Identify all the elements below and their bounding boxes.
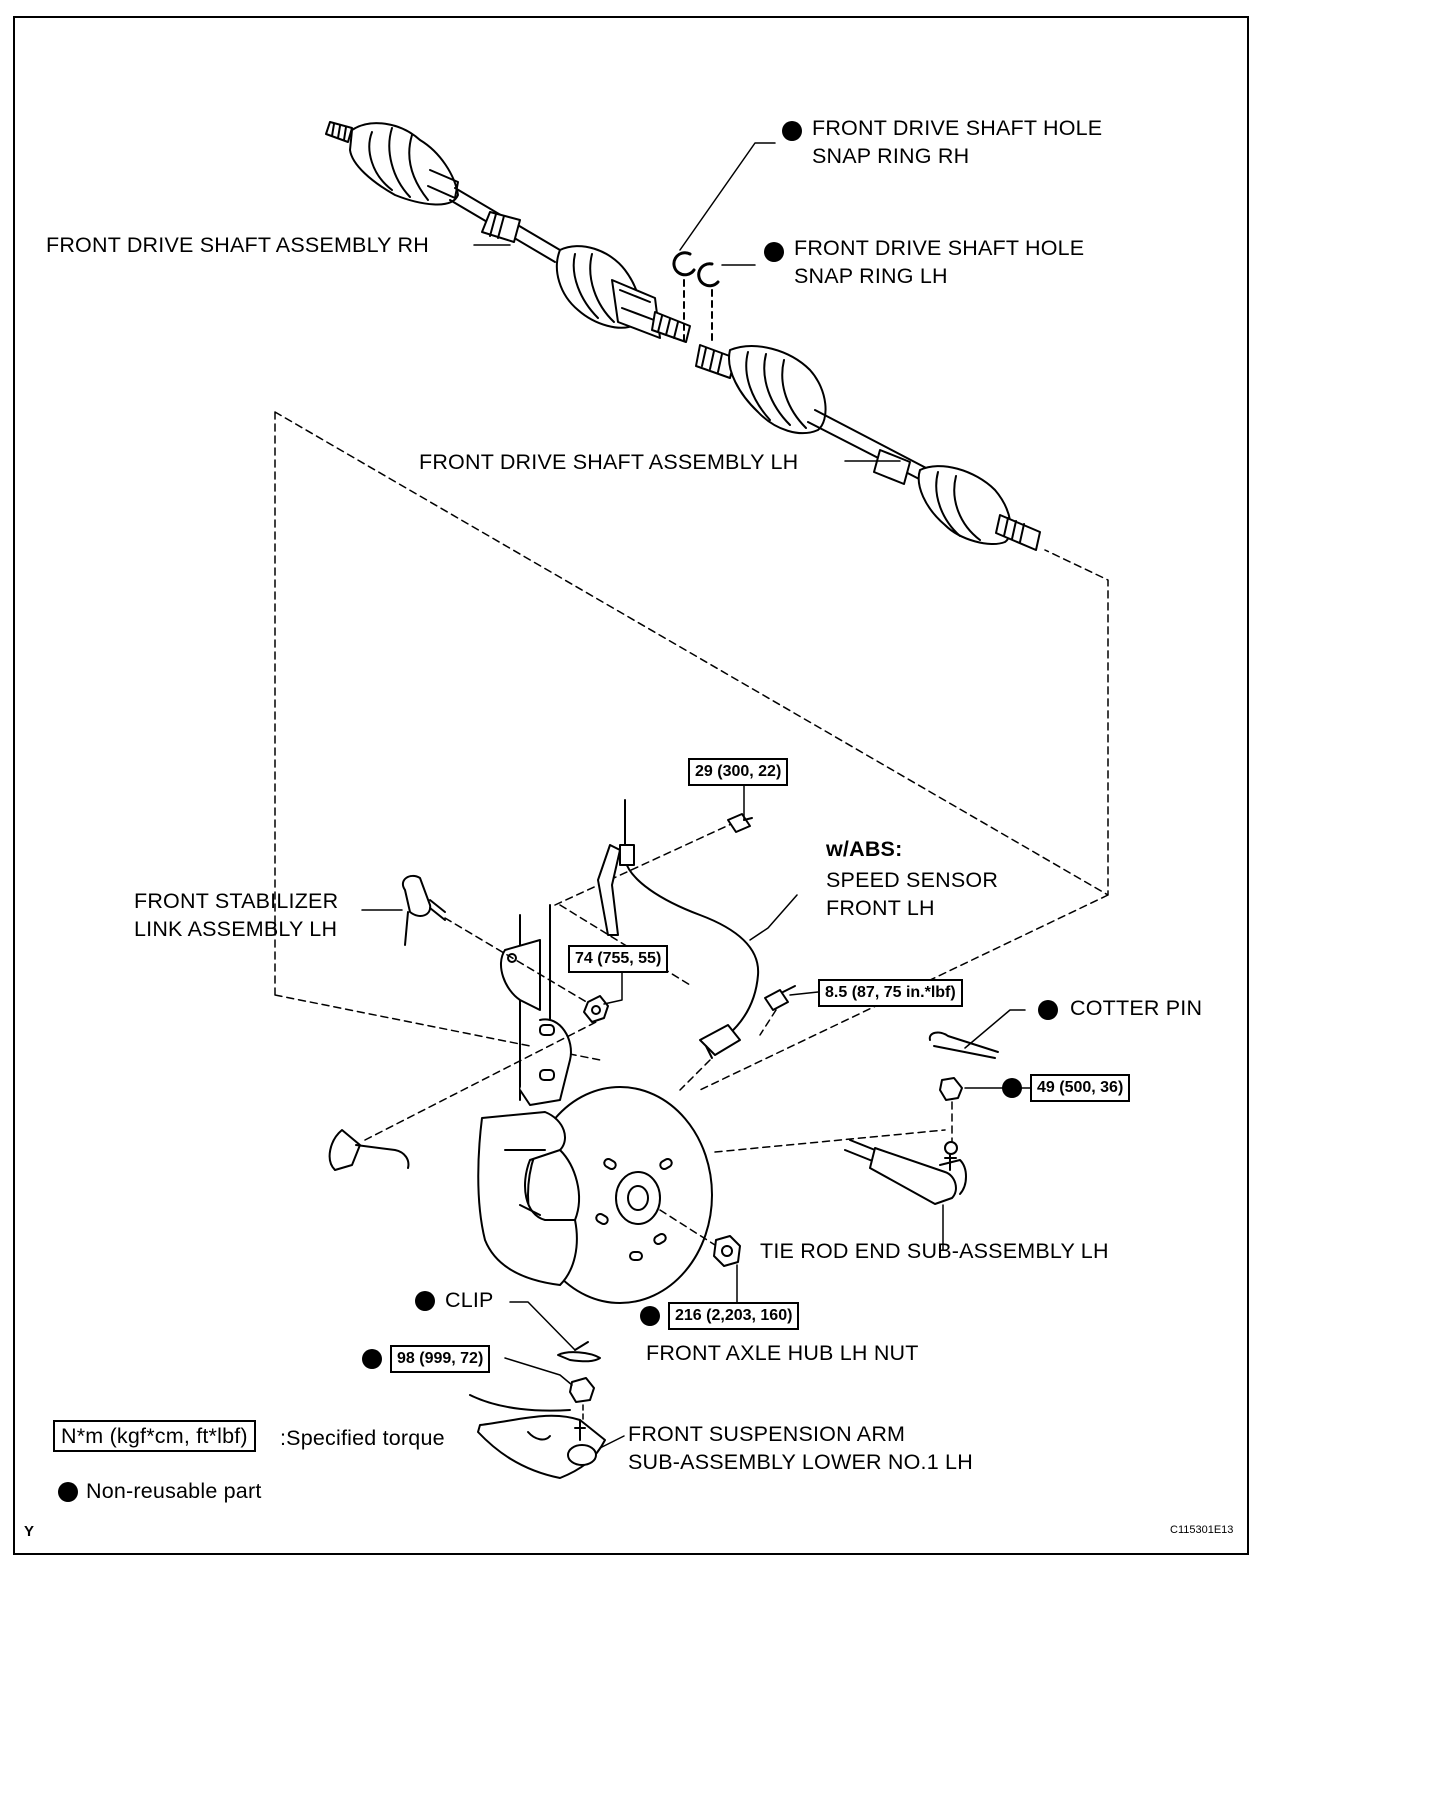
nonreusable-bullet-snap-lh xyxy=(764,242,784,262)
label-speed-sensor-line1: SPEED SENSOR xyxy=(826,868,999,892)
label-lh-assembly: FRONT DRIVE SHAFT ASSEMBLY LH xyxy=(419,450,799,474)
label-cotter-pin: COTTER PIN xyxy=(1070,996,1203,1020)
snap-ring-rh xyxy=(672,251,696,277)
label-snap-ring-lh-line2: SNAP RING LH xyxy=(794,264,948,288)
nonreusable-bullet-clip xyxy=(415,1291,435,1311)
lower-arm-nut xyxy=(569,1377,595,1403)
leader-lines xyxy=(361,142,1031,1449)
hub-nut xyxy=(713,1235,741,1267)
nonreusable-bullet-hub-nut xyxy=(640,1306,660,1326)
drive-shaft-lh xyxy=(695,344,1041,551)
snap-ring-lh xyxy=(697,262,720,288)
label-speed-sensor-line2: FRONT LH xyxy=(826,896,935,920)
label-hub-nut: FRONT AXLE HUB LH NUT xyxy=(646,1341,919,1365)
lower-arm xyxy=(469,1394,606,1479)
legend-nonreusable-text: Non-reusable part xyxy=(86,1479,262,1503)
exploded-view-drawing xyxy=(274,121,1109,1479)
label-snap-ring-lh-line1: FRONT DRIVE SHAFT HOLE xyxy=(794,236,1085,260)
torque-spec-8-5: 8.5 (87, 75 in.*lbf) xyxy=(818,979,963,1007)
nonreusable-bullet-cotter-pin xyxy=(1038,1000,1058,1020)
label-wabs: w/ABS: xyxy=(826,837,903,861)
label-lower-arm-line1: FRONT SUSPENSION ARM xyxy=(628,1422,906,1446)
bolt-8-5 xyxy=(764,985,796,1011)
label-stabilizer-line1: FRONT STABILIZER xyxy=(134,889,339,913)
torque-spec-216: 216 (2,203, 160) xyxy=(668,1302,800,1330)
label-lower-arm-line2: SUB-ASSEMBLY LOWER NO.1 LH xyxy=(628,1450,973,1474)
legend-nonreusable-bullet xyxy=(58,1482,78,1502)
clip xyxy=(557,1341,601,1363)
torque-spec-98: 98 (999, 72) xyxy=(390,1345,491,1373)
legend-torque-unit-box: N*m (kgf*cm, ft*lbf) xyxy=(53,1420,256,1452)
nonreusable-bullet-snap-rh xyxy=(782,121,802,141)
label-snap-ring-rh-line2: SNAP RING RH xyxy=(812,144,970,168)
speed-sensor xyxy=(597,799,760,1059)
cotter-pin xyxy=(928,1031,999,1059)
torque-spec-74: 74 (755, 55) xyxy=(568,945,669,973)
torque-spec-29: 29 (300, 22) xyxy=(688,758,789,786)
label-rh-assembly: FRONT DRIVE SHAFT ASSEMBLY RH xyxy=(46,233,429,257)
nonreusable-bullet-lower-arm-nut xyxy=(362,1349,382,1369)
label-snap-ring-rh-line1: FRONT DRIVE SHAFT HOLE xyxy=(812,116,1103,140)
bolt-29 xyxy=(727,813,753,833)
drive-shaft-rh xyxy=(325,121,691,343)
nonreusable-bullet-castle-nut xyxy=(1002,1078,1022,1098)
legend-torque-text: :Specified torque xyxy=(280,1426,445,1450)
diagram-page: FRONT DRIVE SHAFT ASSEMBLY RH FRONT DRIV… xyxy=(13,16,1249,1555)
label-tie-rod-end: TIE ROD END SUB-ASSEMBLY LH xyxy=(760,1239,1109,1263)
castle-nut xyxy=(939,1077,963,1101)
torque-spec-49: 49 (500, 36) xyxy=(1030,1074,1131,1102)
tie-rod-end xyxy=(844,1139,967,1205)
label-stabilizer-line2: LINK ASSEMBLY LH xyxy=(134,917,338,941)
footer-figure-code: C115301E13 xyxy=(1170,1524,1234,1536)
label-clip: CLIP xyxy=(445,1288,494,1312)
steering-knuckle xyxy=(477,1111,580,1286)
nut-74 xyxy=(583,995,609,1023)
diagram-frame xyxy=(13,16,1249,1555)
strut-bracket xyxy=(500,904,572,1106)
stabilizer-link xyxy=(328,874,446,1171)
footer-letter: Y xyxy=(24,1523,35,1540)
